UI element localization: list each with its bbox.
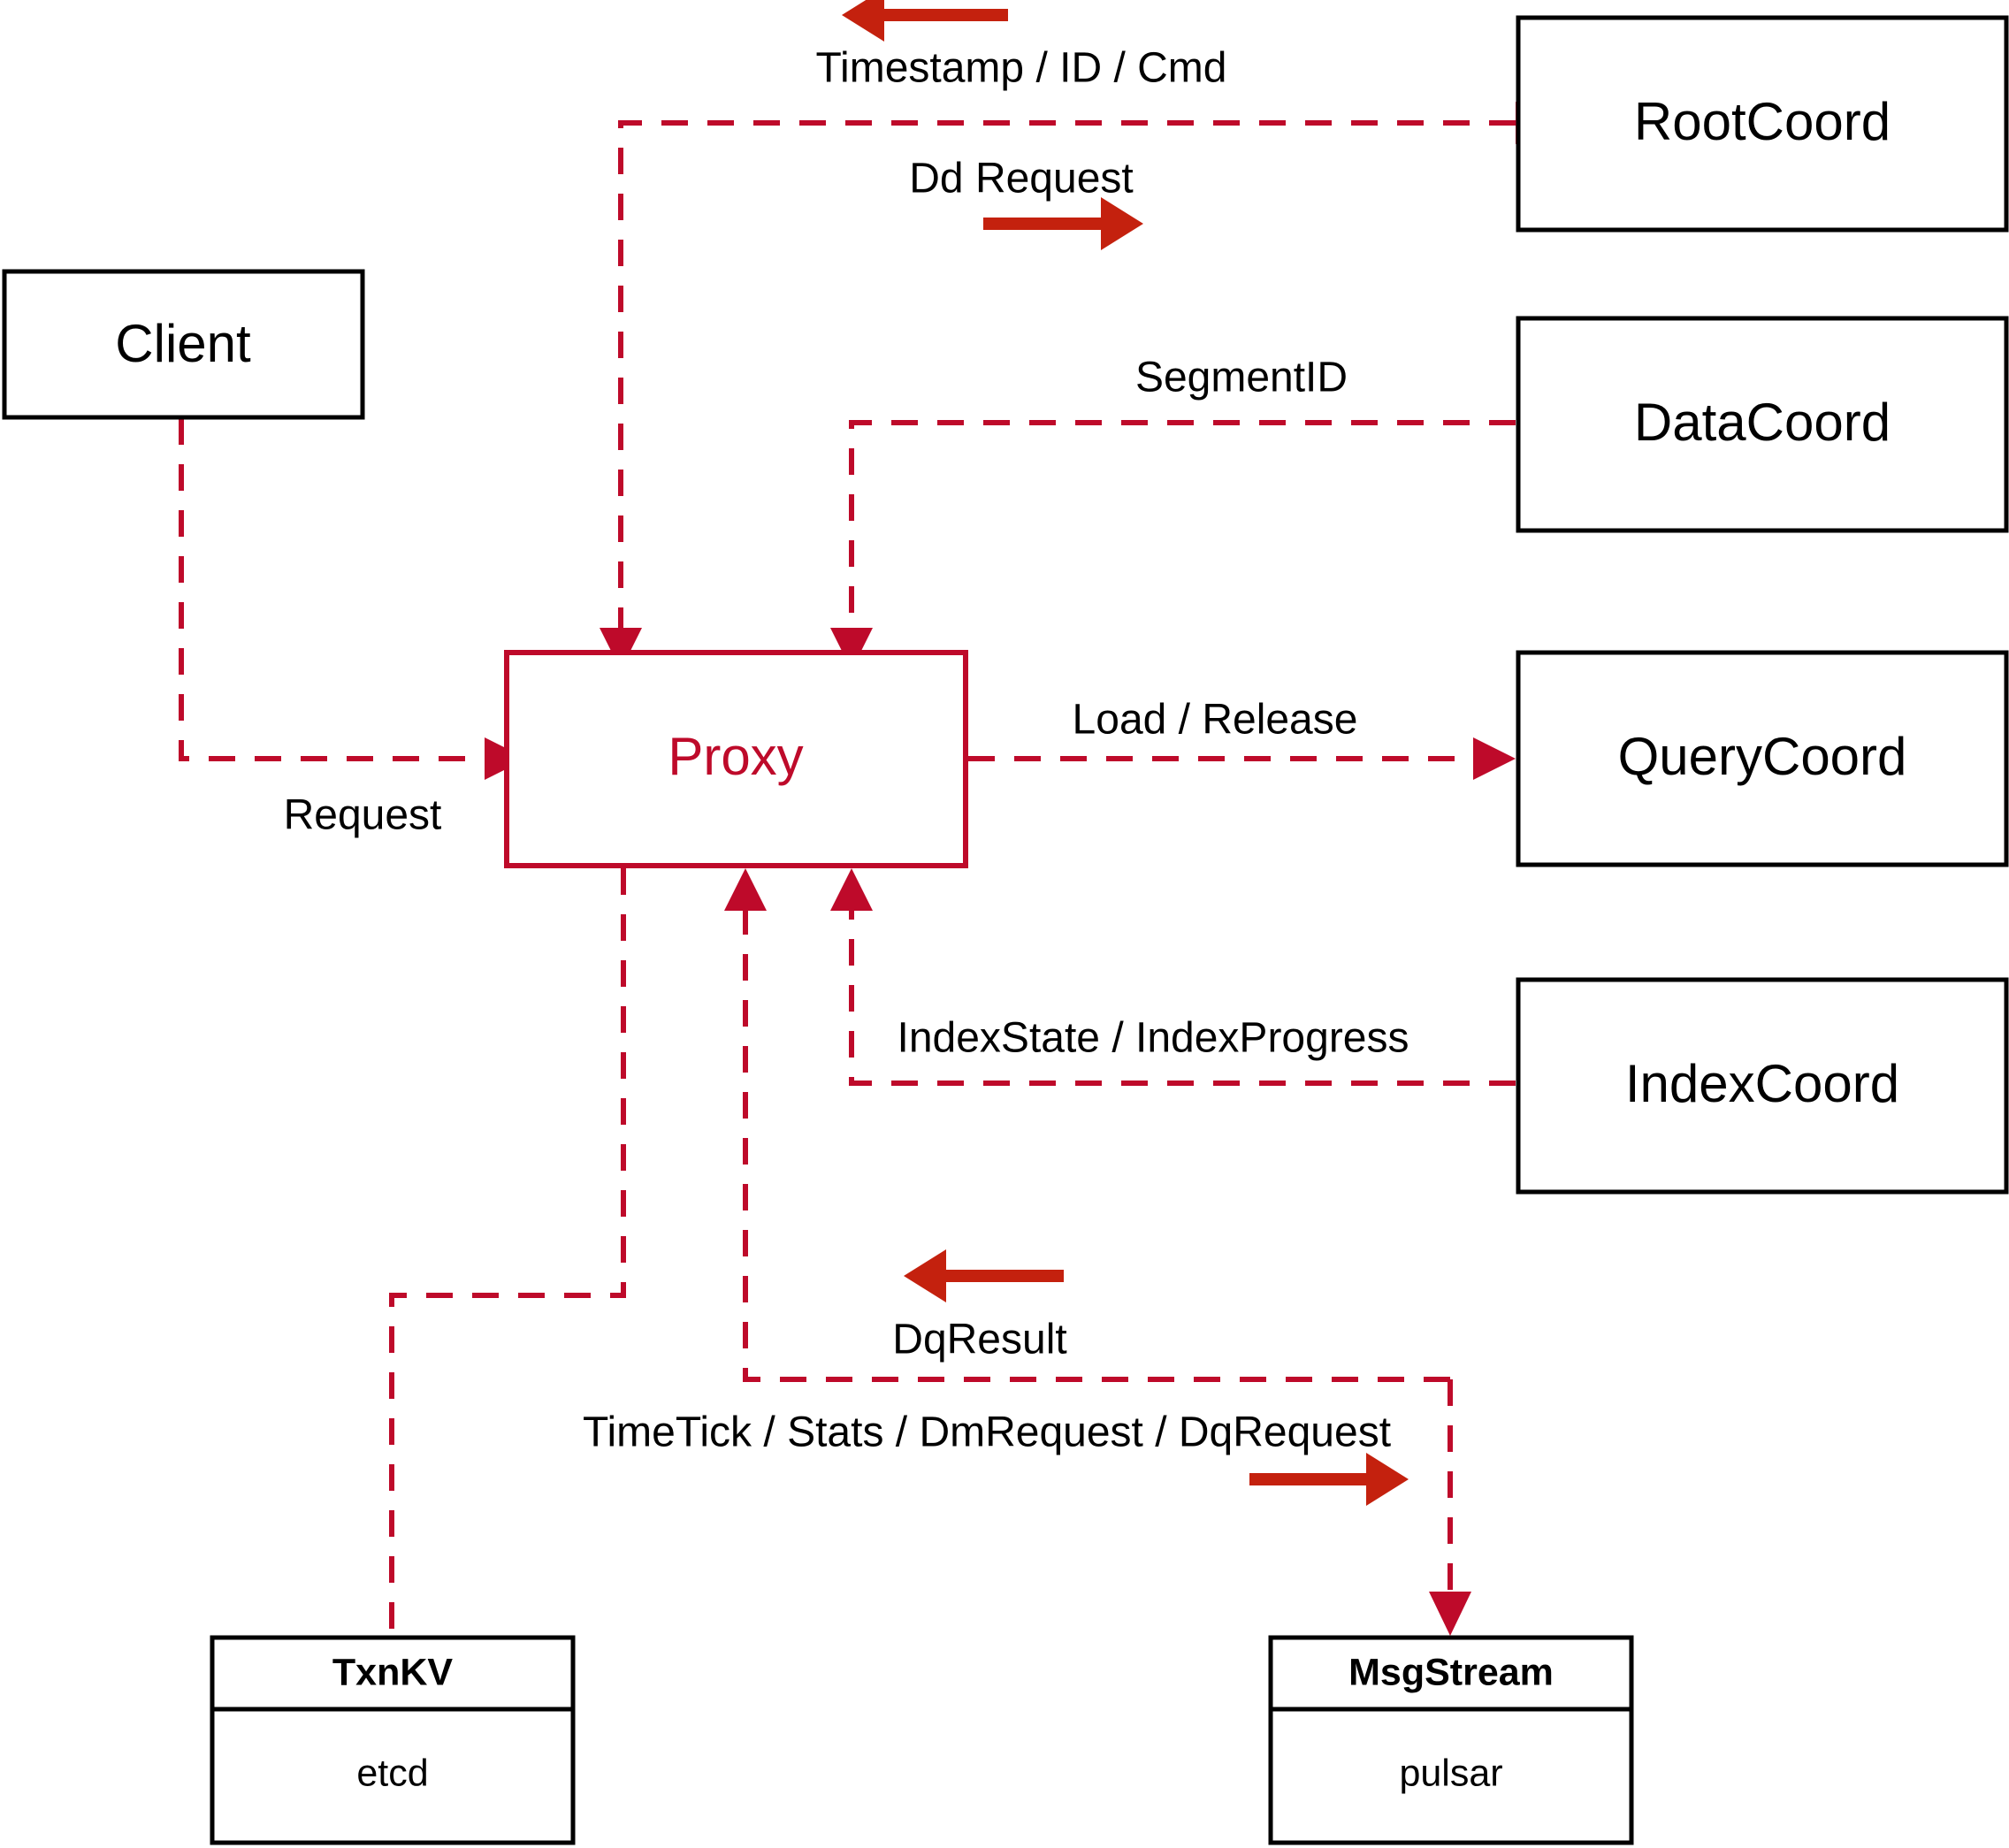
node-txnkv[interactable]: TxnKV etcd: [210, 1635, 576, 1845]
msgstream-box[interactable]: [1268, 1635, 1634, 1845]
direction-arrow-dq-result: [904, 1249, 1064, 1302]
datacoord-label: DataCoord: [1634, 393, 1891, 452]
client-label: Client: [115, 314, 251, 373]
arrowhead-proxy-to-querycoord: [1473, 737, 1516, 780]
edge-label-request: Request: [284, 792, 442, 839]
proxy-label: Proxy: [668, 727, 803, 786]
edge-label-index-state-progress: IndexState / IndexProgress: [898, 1015, 1409, 1062]
edge-indexcoord-to-proxy: [849, 911, 1516, 1086]
edge-label-timestamp-id-cmd: Timestamp / ID / Cmd: [816, 45, 1227, 92]
direction-arrow-timetick: [1249, 1453, 1409, 1506]
indexcoord-label: IndexCoord: [1625, 1054, 1899, 1113]
node-proxy[interactable]: Proxy: [504, 650, 968, 868]
edge-label-dd-request: Dd Request: [909, 156, 1133, 202]
arrowhead-indexcoord-to-proxy: [830, 868, 873, 911]
node-msgstream[interactable]: MsgStream pulsar: [1268, 1635, 1634, 1845]
edge-msgstream-to-proxy: [743, 911, 1450, 1382]
querycoord-box[interactable]: [1516, 650, 2009, 867]
datacoord-box[interactable]: [1516, 316, 2009, 533]
direction-arrow-dd-request: [983, 197, 1143, 250]
proxy-box[interactable]: [504, 650, 968, 868]
node-client[interactable]: Client: [2, 269, 365, 420]
msgstream-impl: pulsar: [1399, 1752, 1502, 1794]
node-indexcoord[interactable]: IndexCoord: [1516, 977, 2009, 1195]
arrowhead-msgstream-to-proxy: [724, 868, 767, 911]
edge-label-dq-result: DqResult: [892, 1317, 1066, 1363]
arrowhead-proxy-to-msgstream: [1429, 1592, 1471, 1636]
edge-datacoord-to-proxy: [849, 420, 1516, 628]
msgstream-title: MsgStream: [1348, 1651, 1554, 1693]
txnkv-title: TxnKV: [332, 1651, 454, 1693]
txnkv-box[interactable]: [210, 1635, 576, 1845]
rootcoord-box[interactable]: [1516, 15, 2009, 233]
indexcoord-box[interactable]: [1516, 977, 2009, 1195]
direction-arrow-timestamp: [842, 0, 1008, 42]
edge-rootcoord-to-proxy: [618, 120, 1516, 628]
edge-client-to-proxy: [179, 418, 485, 761]
edge-label-segment-id: SegmentID: [1135, 355, 1348, 401]
arrowhead-datacoord-to-proxy: [830, 628, 873, 670]
txnkv-impl: etcd: [356, 1752, 428, 1794]
edge-label-load-release: Load / Release: [1073, 697, 1358, 744]
rootcoord-label: RootCoord: [1634, 92, 1891, 151]
node-rootcoord[interactable]: RootCoord: [1516, 15, 2009, 233]
edge-proxy-to-txnkv: [389, 868, 626, 1636]
client-box[interactable]: [2, 269, 365, 420]
node-datacoord[interactable]: DataCoord: [1516, 316, 2009, 533]
querycoord-label: QueryCoord: [1618, 727, 1907, 786]
edge-label-timetick-stats: TimeTick / Stats / DmRequest / DqRequest: [583, 1409, 1391, 1456]
node-querycoord[interactable]: QueryCoord: [1516, 650, 2009, 867]
arrowhead-rootcoord-to-proxy: [600, 628, 642, 670]
